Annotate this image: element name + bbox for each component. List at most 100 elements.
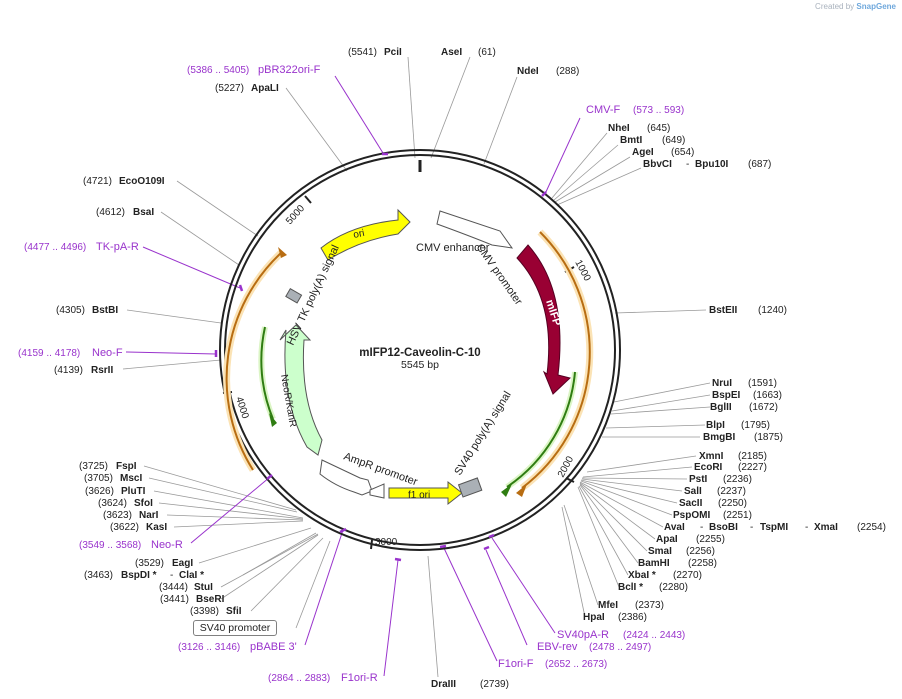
primer-ebv-rev-name: EBV-rev	[537, 641, 578, 653]
site-bseri-name: BseRI	[196, 594, 225, 605]
primer-pbr322ori-f-name: pBR322ori-F	[258, 64, 321, 76]
site-sacii-pos: (2250)	[718, 498, 747, 509]
site-tspmi-name: TspMI	[760, 522, 788, 533]
site-bbvci-name: BbvCI	[643, 159, 672, 170]
cmv-enhancer-label: CMV enhancer	[416, 242, 490, 254]
primer-pbabe3-name: pBABE 3'	[250, 641, 297, 653]
primer-neo-f-name: Neo-F	[92, 347, 123, 359]
orf-arrowhead-right	[516, 484, 527, 497]
site-pcii-pos: (5541)	[348, 47, 377, 58]
ori-label: ori	[352, 228, 365, 241]
cmv-promoter-label: CMV promoter	[474, 242, 525, 308]
site-sali-name: SalI	[684, 486, 702, 497]
site-bglii-pos: (1672)	[749, 402, 778, 413]
site-sfii-name: SfiI	[226, 606, 242, 617]
site-eagi-name: EagI	[172, 558, 193, 569]
site-pspomi-pos: (2251)	[723, 510, 752, 521]
site-bsai-name: BsaI	[133, 207, 154, 218]
site-pluti-pos: (3626)	[85, 486, 114, 497]
site-bspei-name: BspEI	[712, 390, 741, 401]
site-ecori-name: EcoRI	[694, 462, 723, 473]
sv40-polya-feature	[457, 477, 483, 498]
site-stui-name: StuI	[194, 582, 213, 593]
site-hpai-pos: (2386)	[618, 612, 647, 623]
site-agei-pos: (654)	[671, 147, 694, 158]
site-bsteii-pos: (1240)	[758, 305, 787, 316]
site-leader-lines	[122, 56, 711, 678]
primer-neo-r-range: (3549 .. 3568)	[79, 540, 141, 551]
site-apali-name: ApaLI	[251, 83, 279, 94]
site-nari-name: NarI	[139, 510, 159, 521]
primer-tk-pa-r-name: TK-pA-R	[96, 241, 139, 253]
site-msci-pos: (3705)	[84, 473, 113, 484]
site-bseri-pos: (3441)	[160, 594, 189, 605]
site-ecori-pos: (2227)	[738, 462, 767, 473]
site-smai-name: SmaI	[648, 546, 672, 557]
site-xbai-name: XbaI *	[628, 570, 656, 581]
site-xmni-name: XmnI	[699, 451, 724, 462]
site-mfei-pos: (2373)	[635, 600, 664, 611]
site-pspomi-name: PspOMI	[673, 510, 710, 521]
site-bspdi-name: BspDI *	[121, 570, 157, 581]
primer-cmv-f-name: CMV-F	[586, 104, 621, 116]
site-apai-pos: (2255)	[696, 534, 725, 545]
site-bglii-name: BglII	[710, 402, 732, 413]
primer-f1ori-r-range: (2864 .. 2883)	[268, 673, 330, 684]
backbone-outer	[219, 149, 621, 551]
site-ndei-name: NdeI	[517, 66, 539, 77]
site-blpi-pos: (1795)	[741, 420, 770, 431]
credit-prefix: Created by	[815, 2, 855, 11]
f1-ori-label: f1 ori	[408, 490, 430, 501]
site-sfoi-name: SfoI	[134, 498, 153, 509]
site-sfii-pos: (3398)	[190, 606, 219, 617]
primer-ebv-rev-range: (2478 .. 2497)	[589, 642, 651, 653]
primer-sv40pa-r-range: (2424 .. 2443)	[623, 630, 685, 641]
site-bspdi-pos: (3463)	[84, 570, 113, 581]
snapgene-brand: SnapGene	[856, 2, 896, 11]
orf-arrowhead-green-right	[501, 484, 512, 497]
site-fspi-pos: (3725)	[79, 461, 108, 472]
site-avai-name: AvaI	[664, 522, 685, 533]
site-nhei-pos: (645)	[647, 123, 670, 134]
sv40-polya-label: SV40 poly(A) signal	[452, 389, 513, 477]
site-agei-name: AgeI	[632, 147, 654, 158]
primer-sv40pa-r-name: SV40pA-R	[557, 629, 609, 641]
site-smai-pos: (2256)	[686, 546, 715, 557]
site-eagi-pos: (3529)	[135, 558, 164, 569]
site-draiii-pos: (2739)	[480, 679, 509, 690]
primer-pbr322ori-f-range: (5386 .. 5405)	[187, 65, 249, 76]
site-eco0109i-name: EcoO109I	[119, 176, 165, 187]
backbone-inner	[224, 154, 616, 546]
tick-label-3000: 3000	[375, 537, 398, 548]
primer-f1ori-r-name: F1ori-R	[341, 672, 378, 684]
site-bmti-pos: (649)	[662, 135, 685, 146]
site-bsteii-name: BstEII	[709, 305, 738, 316]
site-xbai-pos: (2270)	[673, 570, 702, 581]
site-nrui-pos: (1591)	[748, 378, 777, 389]
primer-tk-pa-r-range: (4477 .. 4496)	[24, 242, 86, 253]
site-ndei-pos: (288)	[556, 66, 579, 77]
site-xmni-pos: (2185)	[738, 451, 767, 462]
primer-neo-f-range: (4159 .. 4178)	[18, 348, 80, 359]
tick-label-2000: 2000	[556, 454, 576, 479]
site-bspdi-sep: -	[170, 570, 173, 581]
plasmid-size: 5545 bp	[401, 359, 439, 371]
site-bbvci-sep: -	[686, 159, 689, 170]
site-avai-sep1: -	[700, 522, 703, 533]
site-bmgbi-pos: (1875)	[754, 432, 783, 443]
site-sali-pos: (2237)	[717, 486, 746, 497]
site-nrui-name: NruI	[712, 378, 732, 389]
site-kasi-name: KasI	[146, 522, 167, 533]
site-bpu10i-name: Bpu10I	[695, 159, 729, 170]
site-apali-pos: (5227)	[215, 83, 244, 94]
primer-f1ori-f-range: (2652 .. 2673)	[545, 659, 607, 670]
primer-leader-lines	[125, 75, 581, 677]
site-bmgbi-name: BmgBI	[703, 432, 735, 443]
site-rsrii-pos: (4139)	[54, 365, 83, 376]
snapgene-credit: Created by SnapGene	[815, 2, 896, 11]
orf-arrowhead-left	[278, 247, 287, 258]
primer-marks	[214, 152, 547, 562]
site-bamhi-name: BamHI	[638, 558, 670, 569]
hsv-tk-polya-feature	[285, 287, 303, 304]
